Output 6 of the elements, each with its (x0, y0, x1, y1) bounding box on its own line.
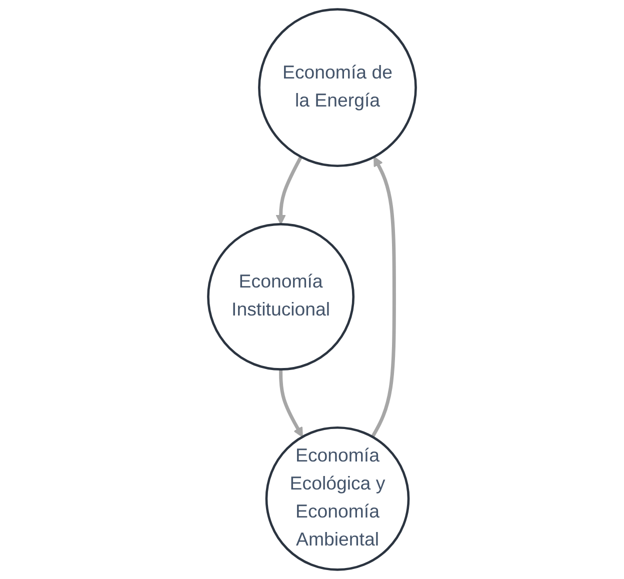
arrow (276, 156, 302, 225)
arrow (370, 156, 396, 438)
node-circle: Economía de la Energía (258, 8, 417, 168)
node-circle: Economía Institucional (207, 223, 355, 370)
arrow (279, 369, 303, 438)
node-circle: Economía Ecológica y Economía Ambiental (265, 426, 410, 571)
